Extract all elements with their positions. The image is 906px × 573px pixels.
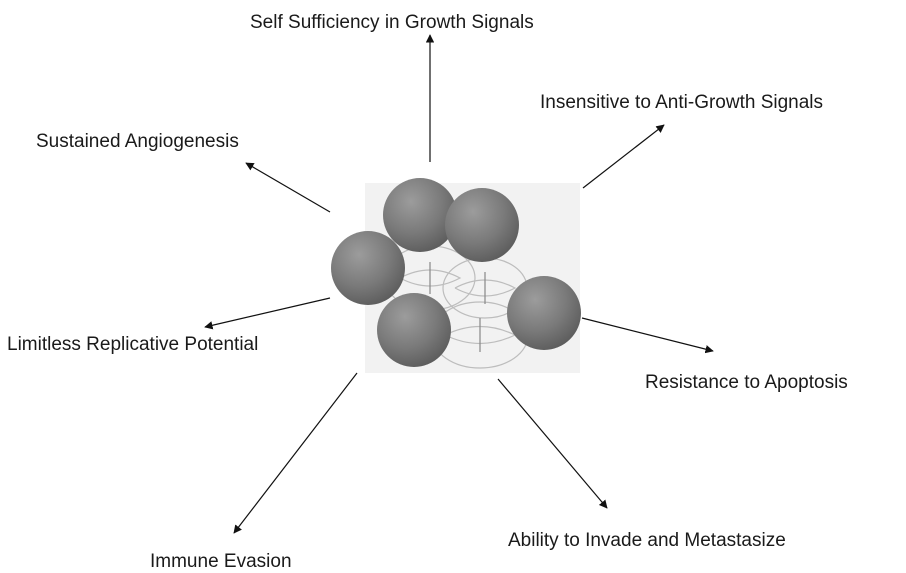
arrow-bottom xyxy=(233,372,358,534)
label-limitless-replicative: Limitless Replicative Potential xyxy=(7,334,259,355)
label-immune-evasion: Immune Evasion xyxy=(150,551,292,572)
cell-sphere xyxy=(377,293,451,367)
arrows xyxy=(204,34,714,534)
cell-sphere xyxy=(383,178,457,252)
arrow-top-right xyxy=(582,124,665,189)
arrow-left xyxy=(204,297,331,330)
label-resistance-apoptosis: Resistance to Apoptosis xyxy=(645,372,848,393)
cell-sphere xyxy=(445,188,519,262)
label-insensitive-anti-growth: Insensitive to Anti-Growth Signals xyxy=(540,92,824,113)
arrow-right xyxy=(581,317,714,354)
arrow-top-left xyxy=(245,162,331,213)
cell-sphere xyxy=(331,231,405,305)
label-sustained-angiogenesis: Sustained Angiogenesis xyxy=(36,131,239,152)
arrow-bottom-right xyxy=(497,378,608,509)
cell-spheres xyxy=(331,178,581,367)
label-invade-metastasize: Ability to Invade and Metastasize xyxy=(508,530,786,551)
cell-sphere xyxy=(507,276,581,350)
label-self-sufficiency: Self Sufficiency in Growth Signals xyxy=(250,12,534,33)
